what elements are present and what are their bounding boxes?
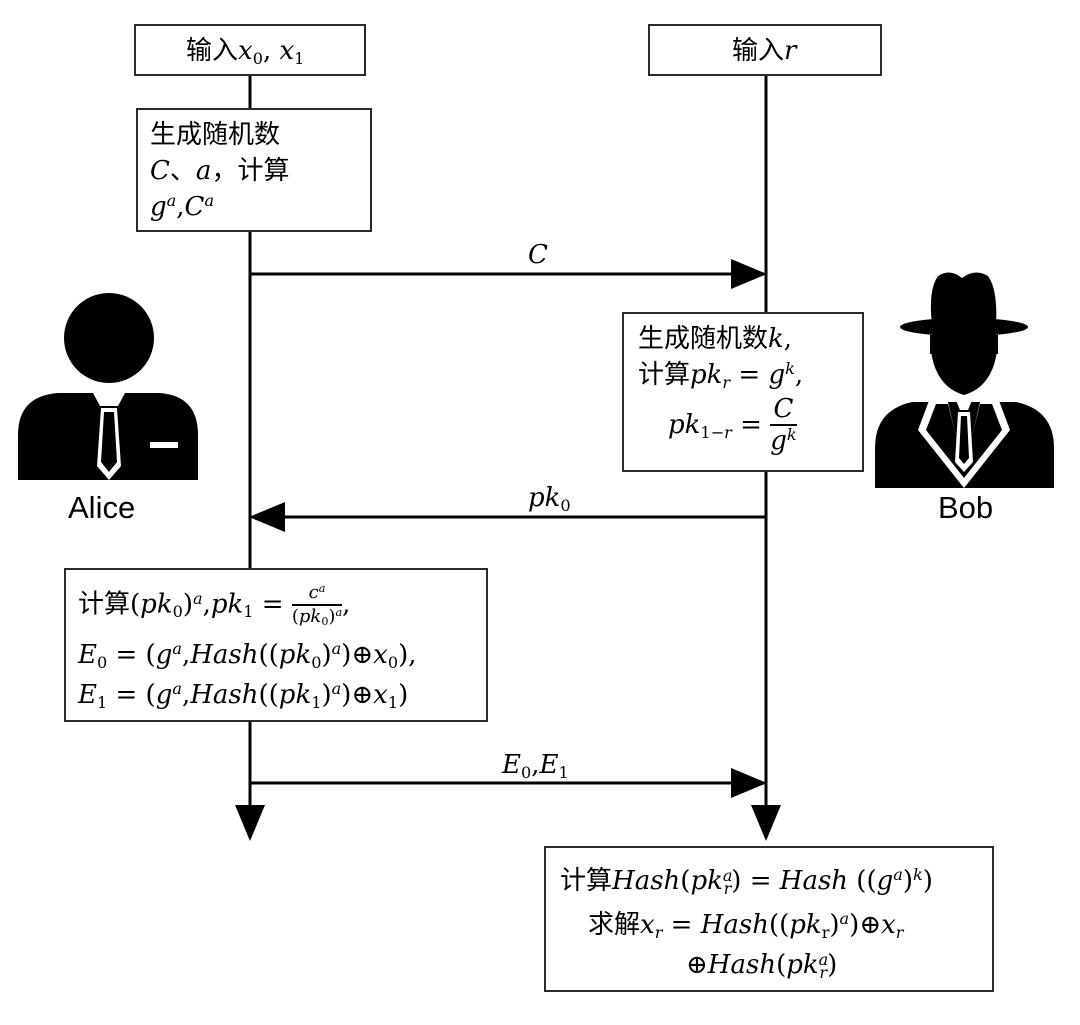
bob-step1-line1: 生成随机数k,: [638, 324, 793, 354]
alice-step1-box: 生成随机数 C、a，计算 ga,Ca: [136, 108, 372, 232]
message-C: C: [528, 240, 548, 270]
bob-input-var: r: [784, 36, 797, 66]
alice-step2-line1: 计算(pk0)a,pk1 = ca(pk0)a,: [78, 581, 351, 629]
alice-step1-line1: 生成随机数: [150, 120, 281, 150]
message-pk0: pk0: [528, 483, 571, 515]
alice-step1-line2: C、a，计算: [150, 156, 290, 186]
alice-step2-line3: E1 = (ga,Hash((pk1)a)⊕x1): [78, 679, 409, 712]
alice-input-var-x0: x0: [238, 36, 263, 68]
alice-input-box: 输入x0, x1: [134, 24, 366, 76]
bob-step2-line3: ⊕Hash(pkar): [686, 949, 838, 982]
bob-name: Bob: [938, 490, 994, 525]
bob-input-box: 输入r: [648, 24, 882, 76]
bob-step2-line1: 计算Hash(pkar) = Hash ((ga)k): [560, 865, 933, 898]
bob-step1-line2: 计算pkr = gk,: [638, 359, 804, 392]
alice-step2-box: 计算(pk0)a,pk1 = ca(pk0)a, E0 = (ga,Hash((…: [64, 568, 488, 722]
alice-input-label: 输入: [186, 36, 239, 66]
alice-step1-line3: ga,Ca: [150, 191, 215, 222]
bob-input-label: 输入: [732, 36, 785, 66]
bob-icon: [875, 272, 1054, 488]
bob-step2-line2: 求解xr = Hash((pkr)a)⊕xr: [588, 909, 904, 942]
message-E0-E1: E0,E1: [502, 750, 569, 782]
alice-name: Alice: [68, 490, 136, 525]
alice-step2-line2: E0 = (ga,Hash((pk0)a)⊕x0),: [78, 639, 417, 672]
alice-input-var-x1: x1: [279, 36, 305, 68]
bob-step2-box: 计算Hash(pkar) = Hash ((ga)k) 求解xr = Hash(…: [544, 846, 994, 992]
alice-icon: [18, 293, 198, 480]
